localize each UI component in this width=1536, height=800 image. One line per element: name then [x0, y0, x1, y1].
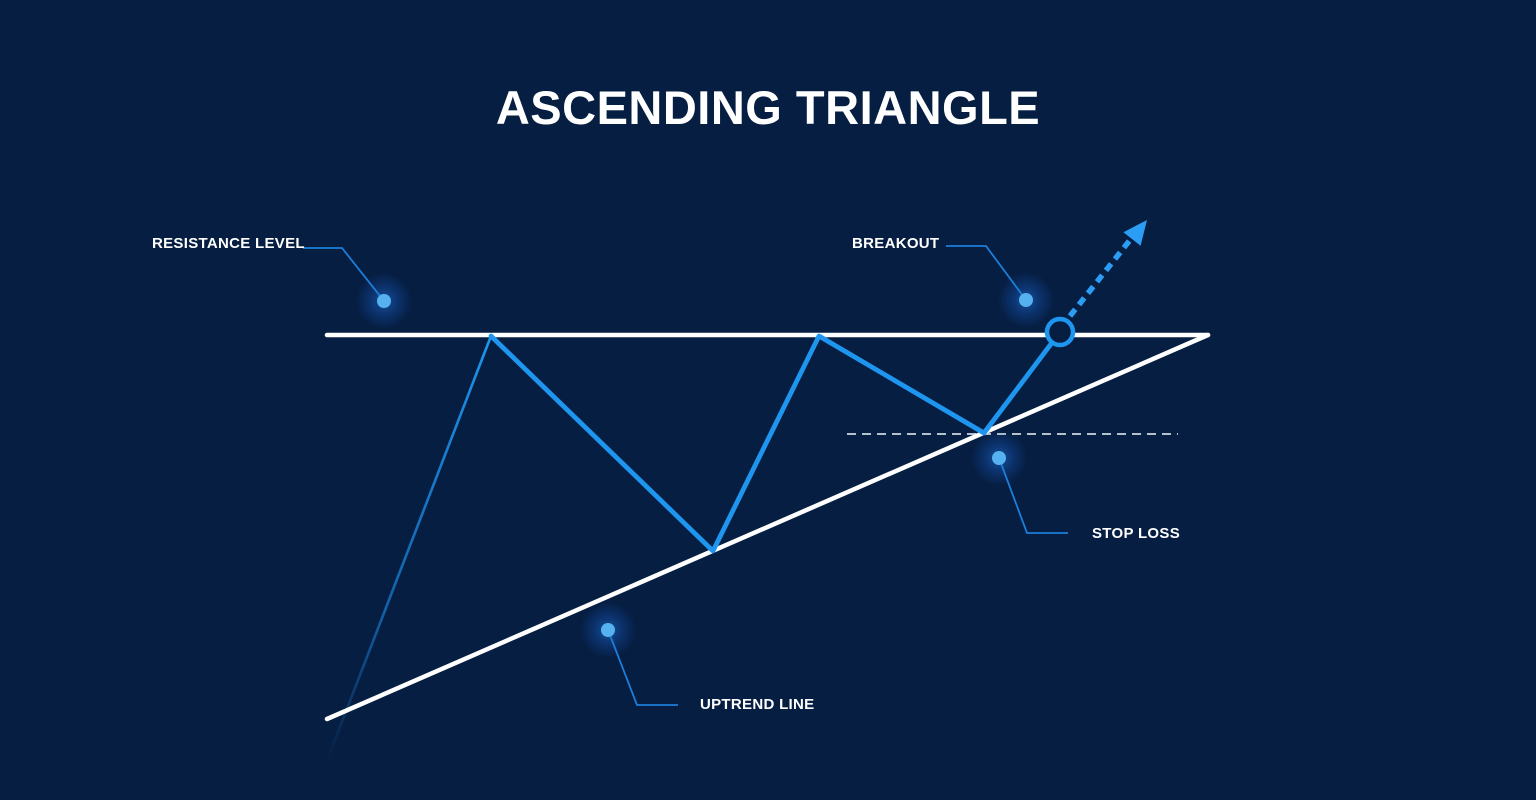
breakout-circle	[1044, 316, 1076, 348]
stop-loss-dot	[992, 451, 1006, 465]
price-path	[488, 329, 1063, 554]
breakout-arrow-line	[1067, 238, 1133, 318]
resistance-level-label: RESISTANCE LEVEL	[152, 235, 305, 252]
breakout-label: BREAKOUT	[852, 235, 940, 252]
resistance-dot	[377, 294, 391, 308]
uptrend-connector-line	[607, 629, 678, 706]
uptrend-line-label: UPTREND LINE	[700, 696, 815, 713]
uptrend-dot	[601, 623, 615, 637]
breakout-connector-line	[946, 245, 1027, 301]
breakout-arrow-icon	[1123, 220, 1147, 246]
breakout-dot	[1019, 293, 1033, 307]
uptrend-line	[324, 332, 1211, 722]
page-title: ASCENDING TRIANGLE	[495, 81, 1041, 134]
stop-loss-connector-line	[998, 457, 1068, 534]
stop-loss-label: STOP LOSS	[1092, 525, 1181, 542]
price-initial-rise-line	[324, 335, 493, 764]
resistance-connector-line	[303, 247, 385, 302]
